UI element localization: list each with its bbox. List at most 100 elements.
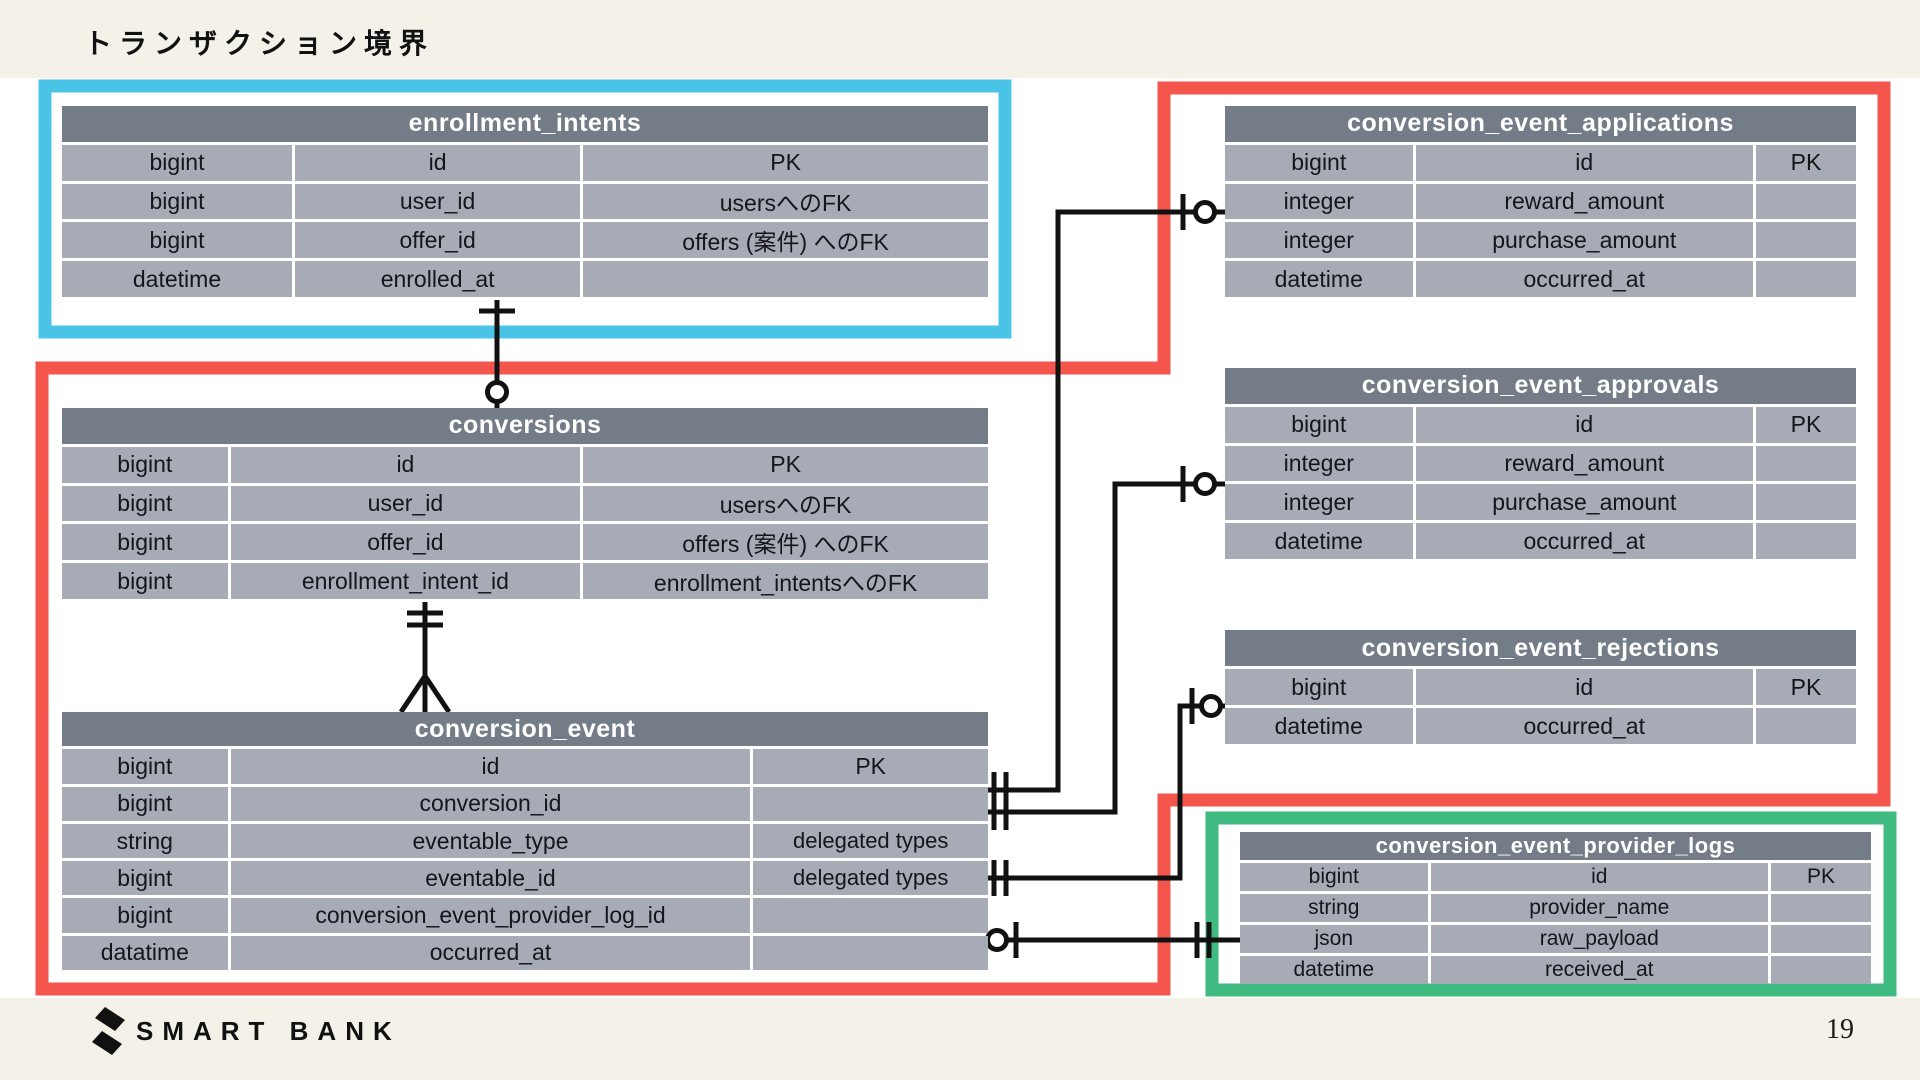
table-cell-conversion_event-r1-c1: conversion_id — [230, 786, 751, 821]
rel-conversion-event-provider-logs-cardinality-circle — [985, 928, 1009, 952]
table-cell-conversion_event_applications-r1-c2 — [1756, 183, 1856, 220]
boundary-enrollment-cyan — [38, 79, 1012, 339]
page-title: トランザクション境界 — [84, 28, 435, 59]
table-cell-conversion_event_approvals-r3-c2 — [1756, 523, 1856, 559]
table-cell-enrollment_intents-r1-c2: usersへのFK — [583, 183, 988, 220]
table-cell-conversion_event_rejections-r0-c2: PK — [1756, 669, 1856, 705]
table-cell-conversion_event_rejections-r1-c1: occurred_at — [1415, 708, 1753, 744]
table-cell-conversion_event_rejections-r1-c0: datetime — [1225, 708, 1413, 744]
table-cell-conversion_event-r1-c0: bigint — [62, 786, 228, 821]
table-cell-conversion_event_provider_logs-r1-c1: provider_name — [1430, 894, 1768, 922]
rel-conversion-event-approvals — [985, 481, 1225, 815]
table-cell-conversion_event_applications-r3-c1: occurred_at — [1415, 261, 1753, 297]
table-cell-conversion_event_approvals-r0-c1: id — [1415, 406, 1753, 443]
table-title-conversion_event_approvals: conversion_event_approvals — [1225, 368, 1856, 404]
rel-conversion-event-applications-cardinality-circle — [1193, 200, 1217, 224]
rel-conversions-conversion-event-crow-foot — [422, 674, 452, 714]
table-cell-conversions-r3-c2: enrollment_intentsへのFK — [583, 563, 988, 599]
table-cell-conversion_event_applications-r1-c1: reward_amount — [1415, 183, 1753, 220]
footer: SMART BANK 19 — [0, 998, 1920, 1080]
table-cell-conversions-r0-c2: PK — [583, 446, 988, 483]
table-cell-enrollment_intents-r0-c2: PK — [583, 144, 988, 181]
table-cell-conversion_event-r3-c1: eventable_id — [230, 861, 751, 896]
table-cell-conversions-r3-c1: enrollment_intent_id — [230, 563, 581, 599]
table-cell-conversion_event-r2-c2: delegated types — [753, 823, 988, 859]
table-cell-conversion_event_applications-r1-c0: integer — [1225, 183, 1413, 220]
boundary-provider-logs-green — [1205, 811, 1897, 997]
table-cell-conversion_event_applications-r0-c1: id — [1415, 144, 1753, 181]
page-number: 19 — [1826, 1014, 1854, 1045]
boundary-transaction-red — [35, 81, 1891, 996]
table-title-conversion_event_rejections: conversion_event_rejections — [1225, 630, 1856, 666]
table-cell-enrollment_intents-r2-c0: bigint — [62, 222, 292, 259]
table-cell-conversion_event_approvals-r2-c2 — [1756, 484, 1856, 521]
smartbank-logo-icon — [92, 1007, 125, 1055]
table-cell-conversion_event_approvals-r0-c0: bigint — [1225, 406, 1413, 443]
table-title-conversions: conversions — [62, 408, 988, 444]
table-cell-conversion_event_approvals-r3-c1: occurred_at — [1415, 523, 1753, 559]
table-cell-conversion_event_applications-r0-c2: PK — [1756, 144, 1856, 181]
table-cell-conversion_event-r5-c1: occurred_at — [230, 935, 751, 971]
table-title-conversion_event_provider_logs: conversion_event_provider_logs — [1240, 832, 1871, 860]
table-cell-conversion_event_provider_logs-r3-c1: received_at — [1430, 956, 1768, 984]
table-cell-conversions-r2-c0: bigint — [62, 524, 228, 561]
table-cell-conversion_event-r4-c2 — [753, 898, 988, 933]
table-title-conversion_event: conversion_event — [62, 712, 988, 747]
table-cell-conversions-r1-c2: usersへのFK — [583, 485, 988, 522]
table-cell-conversions-r2-c2: offers (案件) へのFK — [583, 524, 988, 561]
table-cell-enrollment_intents-r1-c1: user_id — [295, 183, 581, 220]
table-cell-conversion_event-r3-c0: bigint — [62, 861, 228, 896]
table-cell-conversion_event_provider_logs-r2-c0: json — [1240, 925, 1428, 953]
table-cell-conversions-r1-c1: user_id — [230, 485, 581, 522]
table-cell-enrollment_intents-r0-c0: bigint — [62, 144, 292, 181]
brand-name: SMART BANK — [136, 1016, 401, 1046]
table-cell-conversion_event_applications-r3-c0: datetime — [1225, 261, 1413, 297]
rel-conversion-event-applications — [985, 209, 1225, 793]
table-cell-conversion_event_approvals-r2-c1: purchase_amount — [1415, 484, 1753, 521]
table-cell-conversions-r0-c1: id — [230, 446, 581, 483]
table-cell-conversion_event_rejections-r0-c0: bigint — [1225, 669, 1413, 705]
table-cell-conversion_event_provider_logs-r1-c2 — [1771, 894, 1871, 922]
rel-enrollment-conversions-cardinality-circle — [485, 380, 509, 404]
table-cell-enrollment_intents-r2-c2: offers (案件) へのFK — [583, 222, 988, 259]
table-cell-conversion_event_approvals-r2-c0: integer — [1225, 484, 1413, 521]
table-cell-conversion_event-r0-c0: bigint — [62, 749, 228, 784]
table-cell-conversion_event_applications-r2-c1: purchase_amount — [1415, 222, 1753, 259]
table-cell-conversion_event_applications-r3-c2 — [1756, 261, 1856, 297]
table-cell-conversion_event-r4-c1: conversion_event_provider_log_id — [230, 898, 751, 933]
table-cell-conversions-r3-c0: bigint — [62, 563, 228, 599]
table-cell-conversion_event_applications-r0-c0: bigint — [1225, 144, 1413, 181]
table-cell-conversion_event-r4-c0: bigint — [62, 898, 228, 933]
table-cell-conversion_event-r0-c1: id — [230, 749, 751, 784]
table-cell-conversion_event_applications-r2-c0: integer — [1225, 222, 1413, 259]
table-cell-enrollment_intents-r3-c2 — [583, 261, 988, 297]
table-cell-conversions-r2-c1: offer_id — [230, 524, 581, 561]
table-cell-conversion_event_provider_logs-r0-c2: PK — [1771, 863, 1871, 891]
table-cell-enrollment_intents-r0-c1: id — [295, 144, 581, 181]
rel-conversions-conversion-event-crow-foot — [398, 674, 428, 714]
table-cell-enrollment_intents-r3-c1: enrolled_at — [295, 261, 581, 297]
table-title-enrollment_intents: enrollment_intents — [62, 106, 988, 142]
table-cell-enrollment_intents-r1-c0: bigint — [62, 183, 292, 220]
table-cell-enrollment_intents-r3-c0: datetime — [62, 261, 292, 297]
table-cell-conversion_event_provider_logs-r3-c0: datetime — [1240, 956, 1428, 984]
table-cell-conversions-r0-c0: bigint — [62, 446, 228, 483]
table-cell-enrollment_intents-r2-c1: offer_id — [295, 222, 581, 259]
table-cell-conversion_event_rejections-r0-c1: id — [1415, 669, 1753, 705]
table-cell-conversion_event_provider_logs-r3-c2 — [1771, 956, 1871, 984]
table-cell-conversion_event-r2-c1: eventable_type — [230, 823, 751, 859]
table-cell-conversion_event_provider_logs-r2-c2 — [1771, 925, 1871, 953]
table-cell-conversion_event_provider_logs-r0-c1: id — [1430, 863, 1768, 891]
table-cell-conversion_event-r1-c2 — [753, 786, 988, 821]
table-cell-conversion_event-r5-c0: datatime — [62, 935, 228, 971]
rel-conversion-event-rejections-cardinality-circle — [1199, 694, 1223, 718]
table-cell-conversion_event_approvals-r1-c1: reward_amount — [1415, 445, 1753, 482]
